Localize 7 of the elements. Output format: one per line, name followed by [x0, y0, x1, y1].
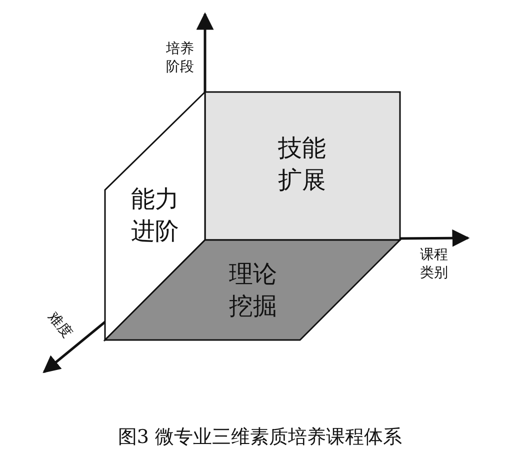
figure-caption: 图3 微专业三维素质培养课程体系	[116, 425, 404, 450]
plane-label: 能力进阶	[130, 184, 180, 247]
plane-label: 技能扩展	[276, 133, 327, 196]
axis-label: 课程类别	[420, 246, 449, 282]
axis-label: 培养阶段	[166, 40, 195, 76]
axis-label: 难度	[44, 308, 76, 342]
plane-label: 理论挖掘	[228, 259, 278, 322]
